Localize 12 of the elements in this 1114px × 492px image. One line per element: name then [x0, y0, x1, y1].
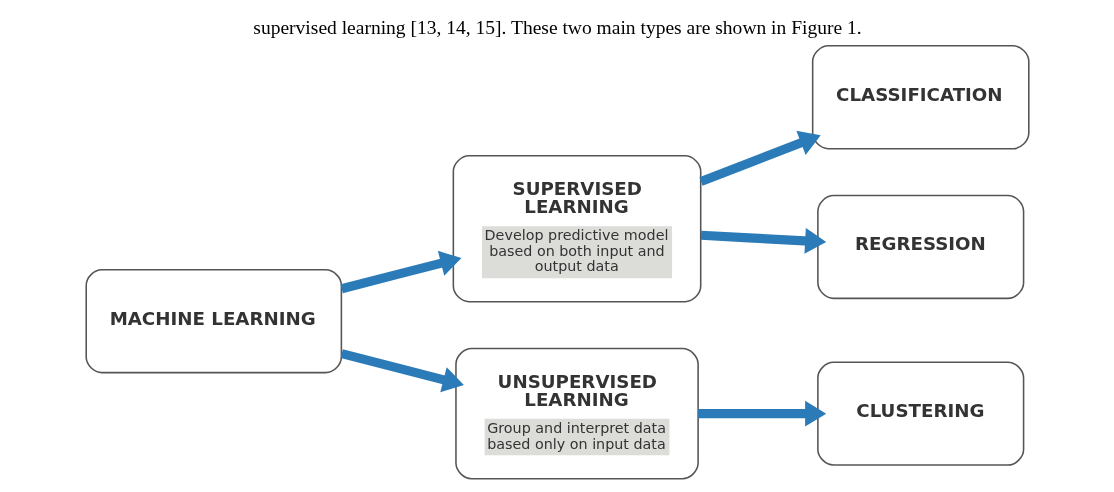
node-box: CLUSTERING — [816, 361, 1024, 466]
node-box: MACHINE LEARNING — [84, 269, 342, 374]
arrow — [700, 227, 826, 254]
node-box: SUPERVISED LEARNING Develop predictive model based on both input and output data — [452, 155, 701, 303]
arrow — [698, 130, 821, 186]
arrow — [697, 400, 826, 427]
label: supervised learning [13, 14, 15]. These two main types are shown in Figure 1. — [252, 17, 862, 39]
node-box: REGRESSION — [816, 194, 1024, 300]
node-box: UNSUPERVISED LEARNING Group and interpret data based only on input data — [454, 347, 699, 480]
node-box: CLASSIFICATION — [811, 45, 1030, 150]
arrow — [340, 349, 464, 393]
arrow — [340, 250, 461, 294]
